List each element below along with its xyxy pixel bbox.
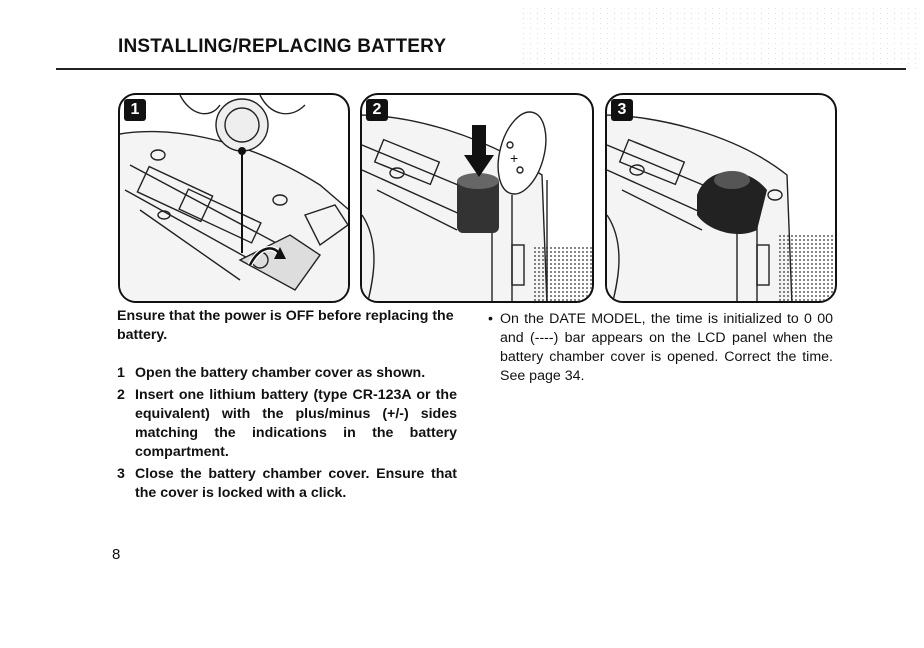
figure-1: 1 [118,93,350,303]
step-text: Insert one lithium battery (type CR-123A… [135,387,457,460]
step-number: 3 [117,466,125,482]
page-number: 8 [112,546,121,563]
step-1: 1 Open the battery chamber cover as show… [117,364,457,383]
figure-3: 3 [605,93,837,303]
date-model-note: • On the DATE MODEL, the time is initial… [488,310,833,386]
step-number: 1 [117,365,125,381]
steps-list: 1 Open the battery chamber cover as show… [117,364,457,503]
figure-number: 1 [124,99,146,121]
step-text: Close the battery chamber cover. Ensure … [135,466,457,501]
scan-noise [520,6,920,72]
step-text: Open the battery chamber cover as shown. [135,365,426,381]
svg-text:+: + [510,150,518,166]
step-2: 2 Insert one lithium battery (type CR-12… [117,386,457,462]
battery-cover-opening-illustration [120,95,348,301]
step-number: 2 [117,387,125,403]
figure-2: + 2 [360,93,594,303]
header-rule [56,68,906,70]
figure-number: 3 [611,99,633,121]
step-3: 3 Close the battery chamber cover. Ensur… [117,465,457,503]
battery-insertion-illustration: + [362,111,592,301]
instructions-column: Ensure that the power is OFF before repl… [117,307,457,506]
battery-cover-closing-illustration [607,114,835,301]
note-bullet: • [488,311,493,327]
note-text: On the DATE MODEL, the time is initializ… [500,311,833,384]
page-title: INSTALLING/REPLACING BATTERY [118,36,447,57]
power-warning: Ensure that the power is OFF before repl… [117,308,454,343]
figure-number: 2 [366,99,388,121]
